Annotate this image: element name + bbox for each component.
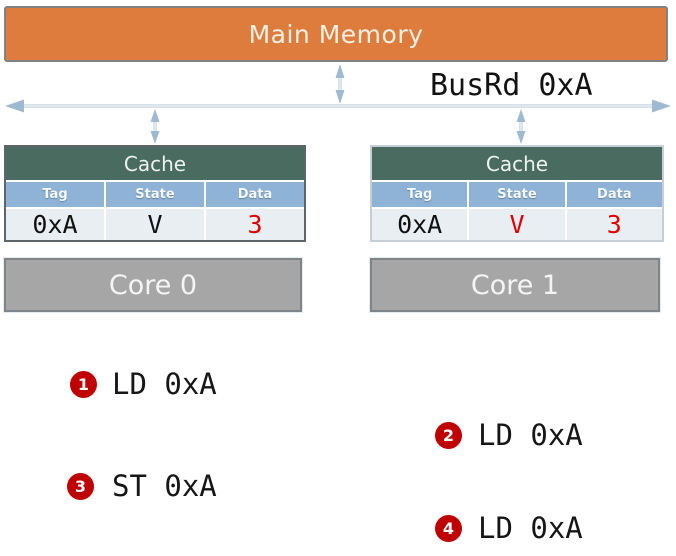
operation3-label: ST 0xA [112,469,217,503]
core1-label: Core 1 [470,269,560,301]
cache0-column-tag: Tag [6,182,104,207]
core1-box: Core 1 [370,258,660,312]
cache0-state-value: V [106,209,204,240]
memory-bus-connector-arrow [335,64,345,104]
core0-label: Core 0 [108,269,198,301]
cache0-data-row: 0xA V 3 [6,209,304,240]
operation2-number-badge: 2 [435,421,462,449]
cache1-data-row: 0xA V 3 [372,209,662,240]
cache1-title: Cache [372,147,662,180]
cache0-tag-value: 0xA [6,209,104,240]
operation-row-2: 2 LD 0xA [435,418,583,452]
main-memory-box: Main Memory [4,6,668,62]
operation4-number-badge: 4 [435,514,462,542]
cache0-column-state: State [106,182,204,207]
operation-row-1: 1 LD 0xA [70,367,217,401]
cache0-bus-connector-arrow [150,109,160,144]
cache0-data-value: 3 [206,209,304,240]
cache1-bus-connector-arrow [516,109,526,144]
cache0-column-headers: Tag State Data [6,182,304,207]
cache1-tag-value: 0xA [372,209,468,240]
cache1-state-value: V [469,209,565,240]
operation-row-3: 3 ST 0xA [67,469,217,503]
cache1-table: Cache Tag State Data 0xA V 3 [370,145,664,242]
cache1-column-headers: Tag State Data [372,182,662,207]
cache0-table: Cache Tag State Data 0xA V 3 [4,145,306,242]
operation1-number-badge: 1 [70,370,97,398]
main-memory-label: Main Memory [248,19,424,49]
cache0-title: Cache [6,147,304,180]
core0-box: Core 0 [4,258,302,312]
operation-row-4: 4 LD 0xA [435,511,583,545]
operation2-label: LD 0xA [478,418,583,452]
operation3-number-badge: 3 [67,472,94,500]
operation1-label: LD 0xA [112,367,217,401]
bus-transaction-label: BusRd 0xA [430,68,593,103]
operation4-label: LD 0xA [478,511,583,545]
cache0-column-data: Data [206,182,304,207]
cache1-column-data: Data [566,182,662,207]
cache1-column-state: State [469,182,565,207]
cache1-column-tag: Tag [372,182,468,207]
cache1-data-value: 3 [566,209,662,240]
